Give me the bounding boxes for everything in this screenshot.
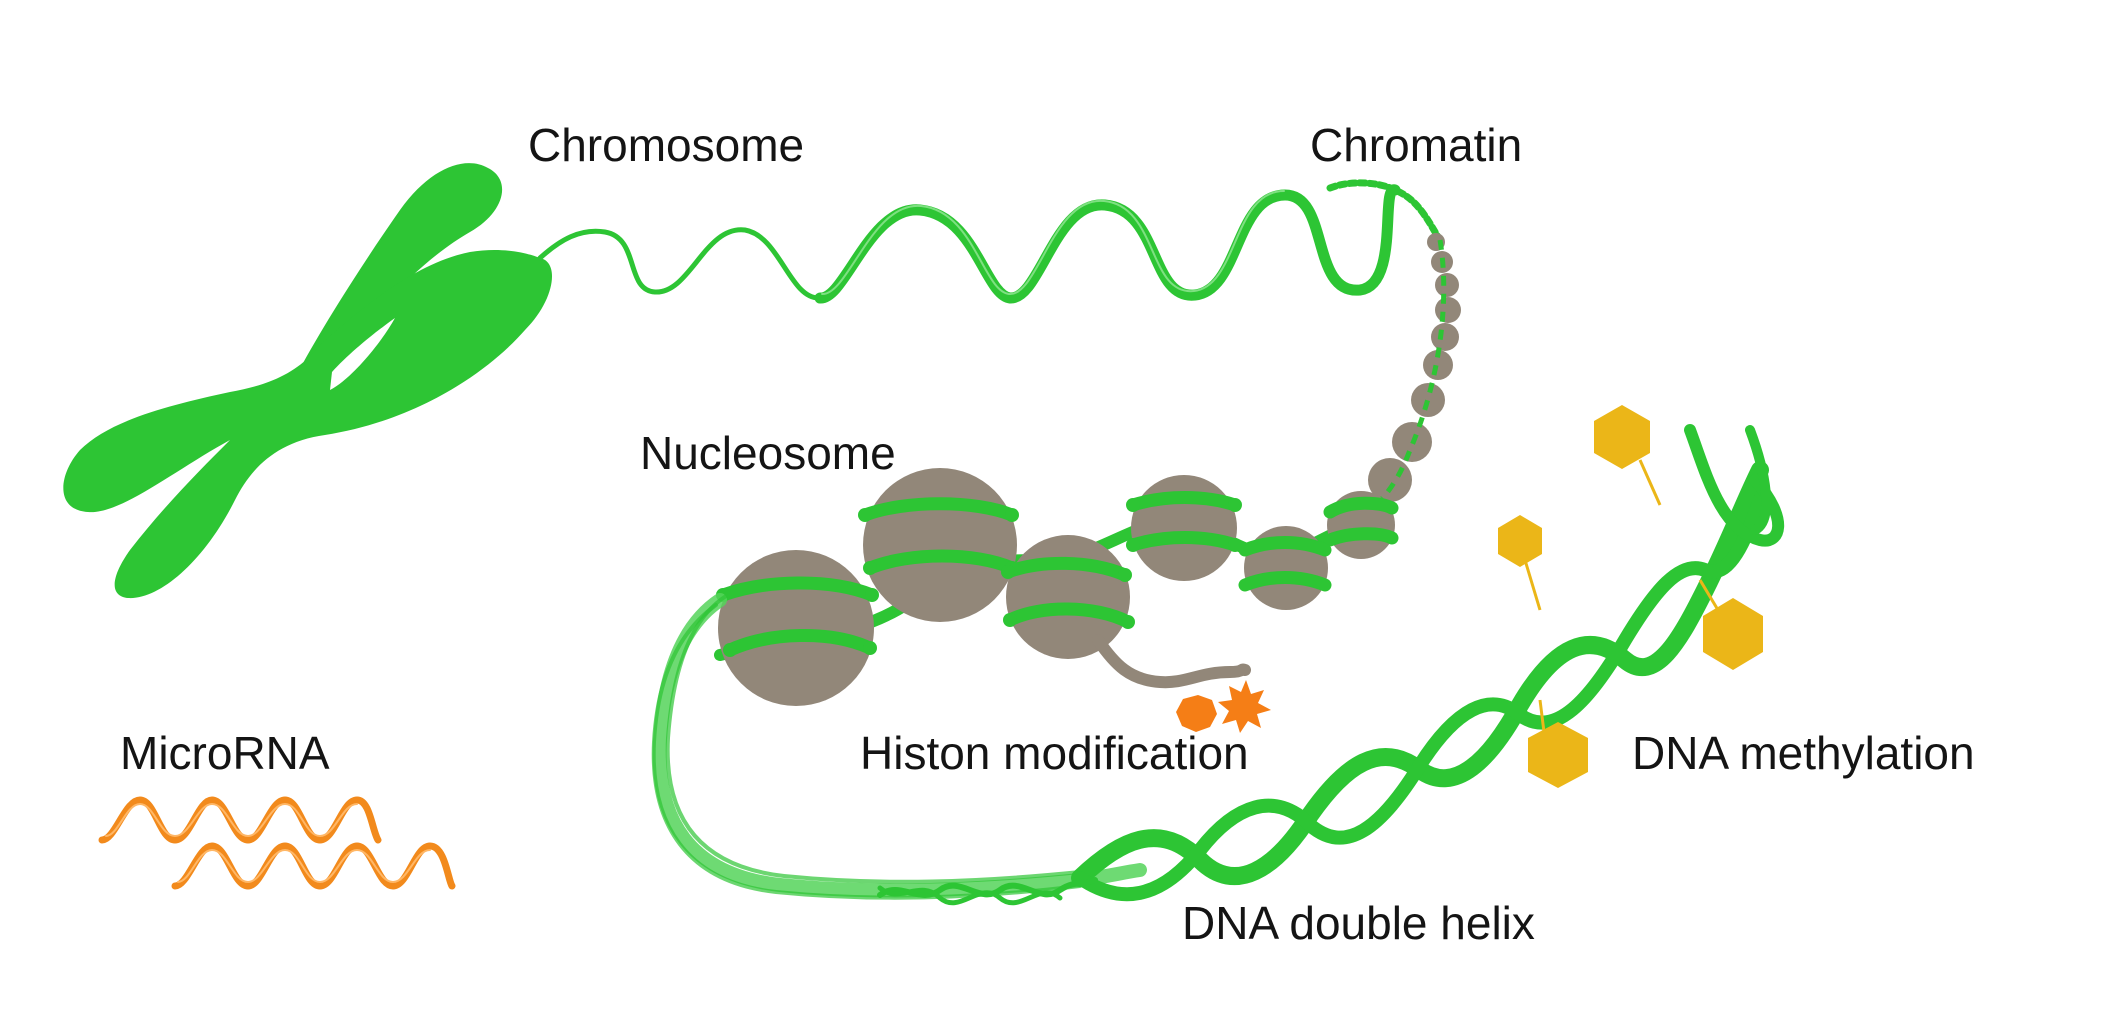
dna-double-helix-label: DNA double helix	[1182, 897, 1535, 949]
chromatin-fiber-icon	[814, 179, 1444, 304]
nucleosome-label: Nucleosome	[640, 427, 896, 479]
dna-helix-icon	[877, 424, 1785, 906]
histone-tail-icon	[1092, 634, 1251, 689]
nucleosome-icon	[714, 468, 1399, 706]
methyl-group-icon	[1498, 405, 1763, 788]
dna-thread-icon	[537, 227, 823, 301]
chromatin-linker-icon	[1343, 239, 1447, 533]
histone-modification-label: Histon modification	[860, 727, 1249, 779]
histone-mark-icon	[1176, 680, 1271, 733]
chromatin-label: Chromatin	[1310, 119, 1523, 171]
microrna-label: MicroRNA	[120, 727, 330, 779]
microrna-icon	[98, 796, 456, 890]
chromosome-icon	[63, 163, 552, 599]
dna-methylation-label: DNA methylation	[1632, 727, 1975, 779]
chromosome-label: Chromosome	[528, 119, 805, 171]
